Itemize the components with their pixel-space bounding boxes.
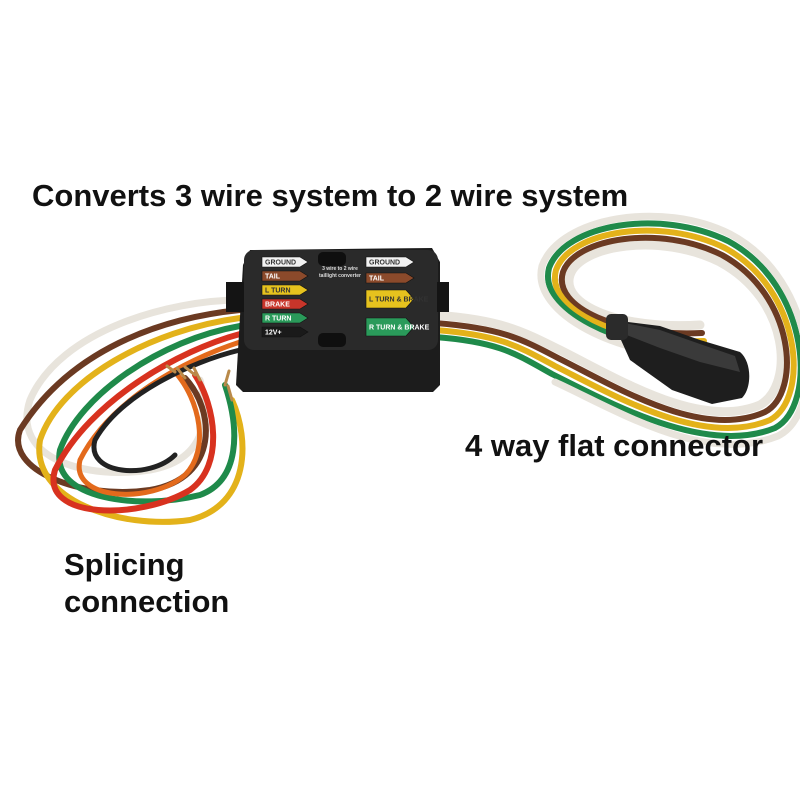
splice-wire-green <box>56 323 243 505</box>
flat-wire-brown <box>432 234 790 423</box>
splice-wire-red <box>50 331 243 514</box>
converter-module: 3 wire to 2 wire taillight converter GRO… <box>226 248 449 392</box>
splice-wire-black <box>91 347 243 474</box>
flat-wire-green <box>432 220 800 439</box>
module-text-line1: 3 wire to 2 wire <box>322 266 358 272</box>
right-arrow-0-label: GROUND <box>369 260 400 267</box>
splicing-caption-line2: connection <box>64 584 230 619</box>
splicing-caption-line1: Splicing <box>64 547 185 582</box>
right-arrow-1: TAIL <box>365 272 415 284</box>
flat-wire-white-outer <box>537 212 800 448</box>
left-arrow-4: R TURN <box>261 312 309 324</box>
left-arrow-3: BRAKE <box>261 298 309 310</box>
right-label-arrows: GROUND TAIL L TURN & BRAKE R TURN & BRAKE <box>365 256 430 337</box>
left-label-arrows: GROUND TAIL L TURN BRAKE R TURN 12V+ <box>261 256 309 338</box>
flat-wire-yellow <box>432 227 797 431</box>
right-arrow-0: GROUND <box>365 256 415 268</box>
left-arrow-1-label: TAIL <box>265 274 281 281</box>
splicing-wires <box>15 296 246 525</box>
module-text-line2: taillight converter <box>319 273 361 279</box>
right-arrow-2-label: L TURN & BRAKE <box>369 297 429 304</box>
flat-connector-plug <box>606 314 750 404</box>
flat-connector-caption: 4 way flat connector <box>465 428 764 463</box>
headline-caption: Converts 3 wire system to 2 wire system <box>32 178 629 213</box>
right-arrow-3: R TURN & BRAKE <box>365 317 430 337</box>
left-arrow-2-label: L TURN <box>265 288 291 295</box>
splicing-caption: Splicing connection <box>64 546 229 620</box>
left-arrow-4-label: R TURN <box>265 316 291 323</box>
left-arrow-3-label: BRAKE <box>265 302 290 309</box>
right-arrow-3-label: R TURN & BRAKE <box>369 325 430 332</box>
left-arrow-0-label: GROUND <box>265 260 296 267</box>
left-arrow-0: GROUND <box>261 256 309 268</box>
right-arrow-1-label: TAIL <box>369 276 385 283</box>
left-arrow-2: L TURN <box>261 284 309 296</box>
flat-wire-white <box>430 240 786 417</box>
right-arrow-2: L TURN & BRAKE <box>365 289 429 309</box>
left-arrow-5: 12V+ <box>261 326 309 338</box>
flat-cable-loop <box>430 212 800 448</box>
splice-wire-yellow <box>36 315 246 525</box>
left-arrow-5-label: 12V+ <box>265 330 282 337</box>
splice-wire-brown <box>15 307 243 495</box>
left-arrow-1: TAIL <box>261 270 309 282</box>
